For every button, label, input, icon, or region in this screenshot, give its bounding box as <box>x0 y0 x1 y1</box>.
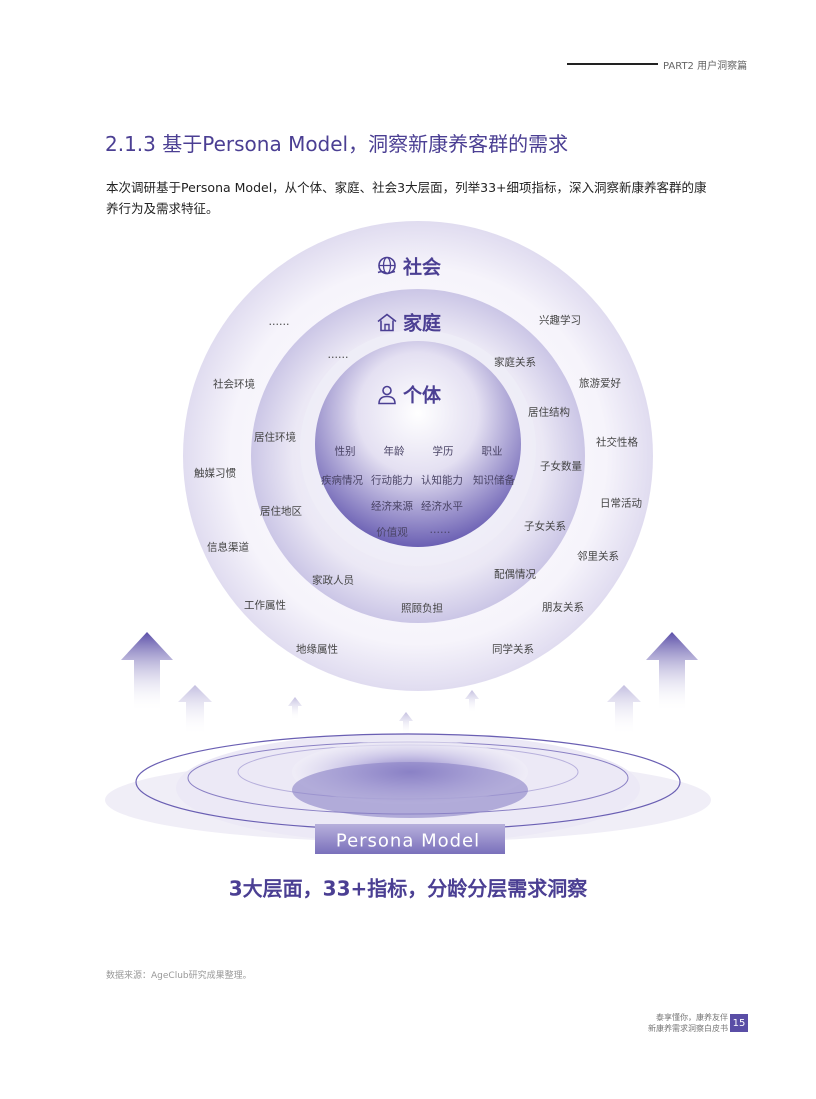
family-item: …… <box>327 349 349 361</box>
tier-society-label: 社会 <box>402 256 442 279</box>
family-item: 子女数量 <box>540 460 582 473</box>
globe-hand-icon <box>377 256 396 274</box>
society-item: 朋友关系 <box>542 601 584 614</box>
family-item: 居住环境 <box>254 431 296 444</box>
society-item: 邻里关系 <box>577 550 619 563</box>
individual-item: 疾病情况 <box>321 474 363 487</box>
society-item: 工作属性 <box>244 599 286 612</box>
arrow-mini-1 <box>288 697 302 720</box>
individual-item: 经济来源 <box>371 500 413 513</box>
arrow-right-large <box>646 632 698 712</box>
footer-line-2: 新康养需求洞察白皮书 <box>648 1024 728 1033</box>
page-title: 2.1.3 基于Persona Model，洞察新康养客群的需求 <box>105 132 569 156</box>
society-item: 社会环境 <box>213 378 255 391</box>
intro-paragraph: 本次调研基于Persona Model，从个体、家庭、社会3大层面，列举33+细… <box>106 180 707 216</box>
family-item: 照顾负担 <box>401 602 443 615</box>
footer-caption: 泰享懂你，康养友伴 新康养需求洞察白皮书 <box>648 1012 728 1034</box>
society-item: 触媒习惯 <box>194 467 236 480</box>
individual-item: 认知能力 <box>421 474 463 487</box>
society-item: 地缘属性 <box>296 643 338 656</box>
page-number: 15 <box>730 1014 748 1032</box>
header-rule <box>567 63 658 65</box>
base-core-shadow <box>292 762 528 818</box>
family-item: 家庭关系 <box>494 356 536 369</box>
tier-individual-label: 个体 <box>402 384 442 407</box>
house-icon <box>377 312 397 331</box>
individual-item: 性别 <box>334 445 356 458</box>
individual-circle <box>315 341 521 547</box>
footer-line-1: 泰享懂你，康养友伴 <box>656 1013 728 1022</box>
individual-item: 经济水平 <box>421 500 463 513</box>
tier-family-label: 家庭 <box>402 312 442 335</box>
tier-family-title: 家庭 <box>375 309 441 336</box>
individual-item: 行动能力 <box>371 474 413 487</box>
diagram-graphics <box>105 221 711 854</box>
individual-item: …… <box>429 524 451 536</box>
persona-model-diagram: 社会 家庭 个体 …… 兴趣学习 社会环境 旅游爱好 社交性格 触媒习惯 日常活… <box>0 220 816 860</box>
tier-individual-title: 个体 <box>375 381 441 408</box>
society-item: 同学关系 <box>492 643 534 656</box>
individual-item: 学历 <box>432 445 454 458</box>
society-item: 信息渠道 <box>207 541 249 554</box>
family-item: 子女关系 <box>524 520 566 533</box>
light-lines <box>216 656 597 808</box>
society-item: …… <box>268 316 290 328</box>
section-header: PART2 用户洞察篇 <box>663 61 748 72</box>
arrow-mini-3 <box>465 690 479 713</box>
society-item: 社交性格 <box>596 436 638 449</box>
tier-society-title: 社会 <box>375 253 441 280</box>
individual-item: 年龄 <box>383 445 405 458</box>
arrow-left-small <box>178 685 212 735</box>
arrow-mini-2 <box>399 712 413 735</box>
family-item: 居住结构 <box>528 406 570 419</box>
data-source-note: 数据来源：AgeClub研究成果整理。 <box>106 971 252 981</box>
base-label-band <box>315 824 505 854</box>
family-item: 家政人员 <box>312 574 354 587</box>
person-icon <box>378 385 396 404</box>
diagram-summary: 3大层面，33+指标，分龄分层需求洞察 <box>228 876 588 901</box>
persona-model-label: Persona Model <box>335 830 481 852</box>
society-item: 旅游爱好 <box>579 377 621 390</box>
family-item: 居住地区 <box>260 505 302 518</box>
society-item: 日常活动 <box>600 497 642 510</box>
individual-item: 职业 <box>481 445 503 458</box>
family-item: 配偶情况 <box>494 568 536 581</box>
arrow-right-small <box>607 685 641 735</box>
society-item: 兴趣学习 <box>539 314 581 327</box>
arrow-left-large <box>121 632 173 712</box>
individual-item: 价值观 <box>376 526 408 539</box>
individual-item: 知识储备 <box>473 474 515 487</box>
